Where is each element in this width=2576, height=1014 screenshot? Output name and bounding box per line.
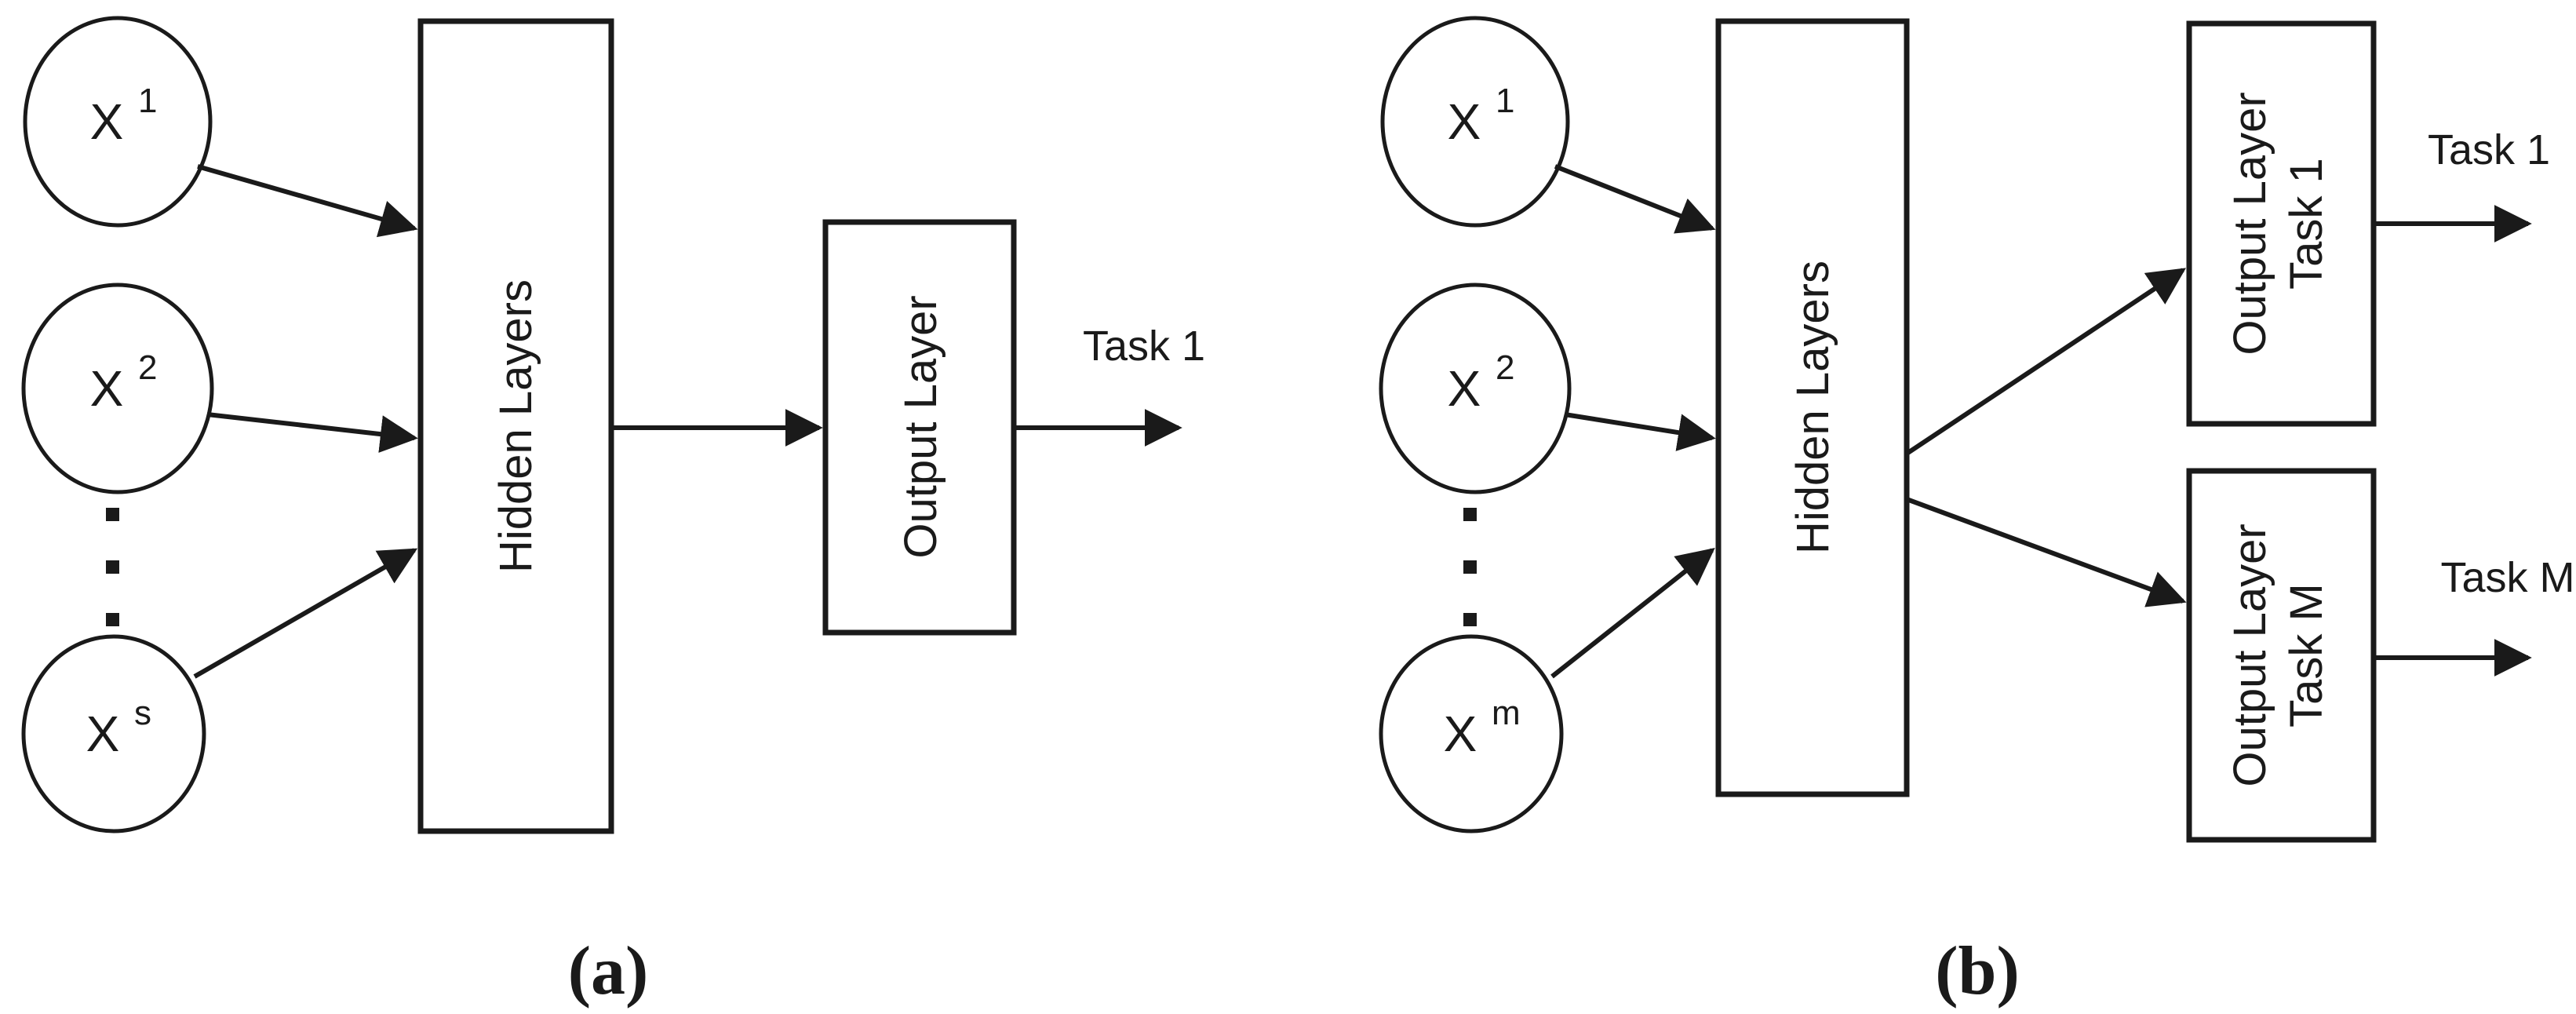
- input-node-x1-label-a: X: [90, 93, 124, 150]
- input-node-x1-circle-a: [23, 16, 213, 228]
- ellipsis-dot-icon: [106, 560, 119, 574]
- ellipsis-dot-icon: [106, 613, 119, 626]
- input-node-xm-superscript-b: m: [1492, 694, 1521, 732]
- arrow-hidden-to-output-task1-b: [1905, 268, 2186, 456]
- ellipsis-dot-icon: [1463, 560, 1477, 574]
- input-node-xs-label-a: X: [86, 706, 120, 762]
- task1-label-a: Task 1: [1083, 323, 1205, 370]
- output-layer-task1-label-line2-b: Task 1: [2281, 158, 2332, 290]
- task1-label-b: Task 1: [2428, 126, 2550, 173]
- hidden-layers-box-b: [1715, 18, 1910, 797]
- input-node-x2-superscript-b: 2: [1496, 348, 1514, 387]
- output-layer-taskM-box-b: [2186, 468, 2377, 843]
- caption-b: (b): [1935, 933, 2020, 1009]
- hidden-layers-label-b: Hidden Layers: [1787, 261, 1838, 554]
- arrow-hidden-to-output-taskM-b: [1905, 497, 2187, 607]
- arrow-x1-to-hidden-b: [1554, 164, 1716, 234]
- arrow-xs-to-hidden-a: [193, 548, 418, 679]
- input-node-x2-superscript-a: 2: [138, 348, 157, 387]
- output-layer-task1-label-line1-b: Output Layer: [2224, 92, 2275, 355]
- input-node-x2-circle-a: [21, 283, 214, 494]
- input-node-x2-circle-b: [1379, 283, 1572, 494]
- ellipsis-dot-icon: [1463, 508, 1477, 521]
- output-layer-taskM-label-line2-b: Task M: [2281, 583, 2332, 728]
- ellipsis-dot-icon: [1463, 613, 1477, 626]
- output-layer-box-a: [822, 219, 1017, 636]
- input-node-x2-label-a: X: [90, 360, 124, 417]
- input-node-x1-superscript-a: 1: [138, 82, 157, 120]
- input-node-x1-superscript-b: 1: [1496, 82, 1514, 120]
- arrow-x2-to-hidden-a: [206, 412, 418, 453]
- diagram-a-single-task: X 1 X 2 X s Hidden Layers: [21, 16, 1205, 1009]
- input-node-xm-label-b: X: [1444, 706, 1477, 762]
- arrow-x1-to-hidden-a: [197, 164, 418, 238]
- input-node-xm-circle-b: [1379, 634, 1564, 833]
- arrow-x2-to-hidden-b: [1564, 412, 1716, 451]
- hidden-layers-label-a: Hidden Layers: [490, 279, 541, 573]
- ellipsis-dot-icon: [106, 508, 119, 521]
- input-node-xs-superscript-a: s: [134, 694, 151, 732]
- output-layer-taskM-label-line1-b: Output Layer: [2224, 523, 2275, 786]
- input-node-xs-circle-a: [21, 634, 206, 833]
- input-node-x2-label-b: X: [1448, 360, 1481, 417]
- taskM-label-b: Task M: [2440, 554, 2574, 601]
- input-node-x1-label-b: X: [1448, 93, 1481, 150]
- diagram-b-multi-task: X 1 X 2 X m Hidden Layers: [1379, 16, 2575, 1009]
- caption-a: (a): [568, 933, 649, 1009]
- arrow-xm-to-hidden-b: [1550, 548, 1715, 679]
- output-layer-label-a: Output Layer: [895, 295, 946, 558]
- input-node-x1-circle-b: [1380, 16, 1570, 228]
